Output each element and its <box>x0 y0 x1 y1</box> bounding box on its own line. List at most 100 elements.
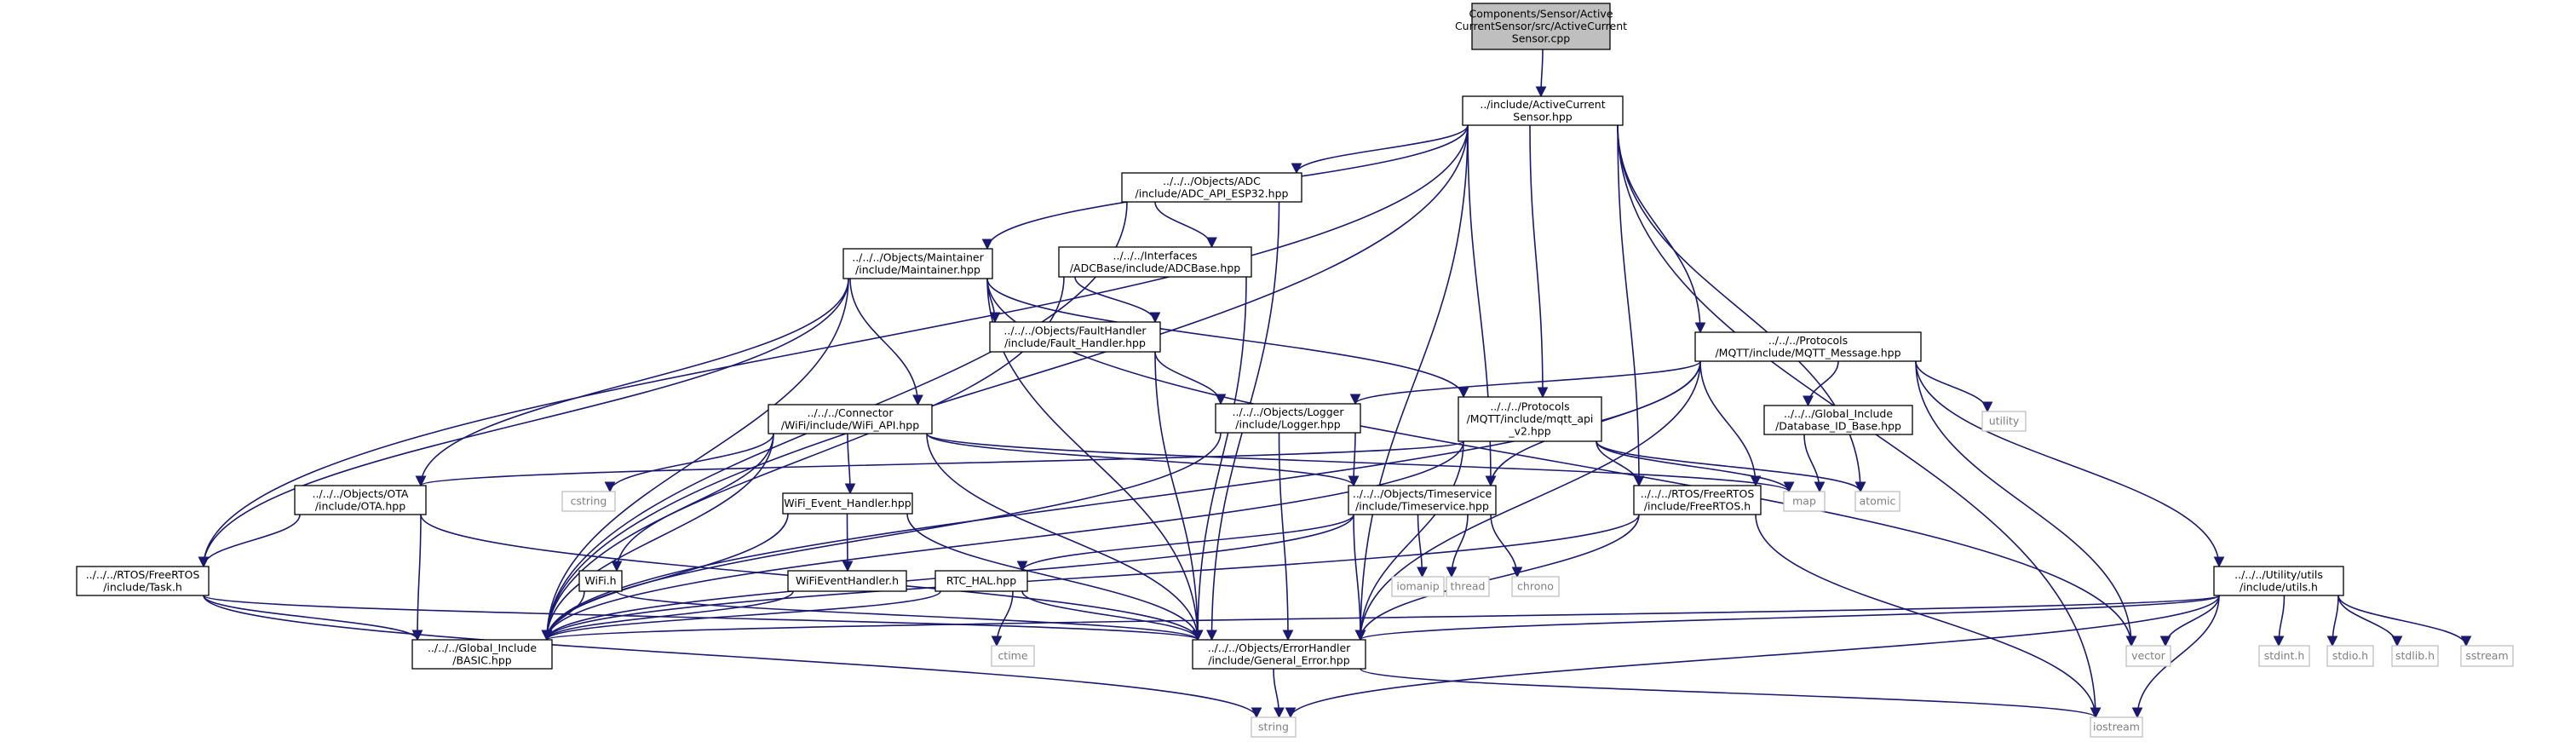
node-rtchal[interactable]: RTC_HAL.hpp <box>934 570 1028 592</box>
edge-adcapi-to-adcbase <box>1154 201 1217 249</box>
node-task-label: ../../../RTOS/FreeRTOS/include/Task.h <box>86 568 200 594</box>
node-iostream: iostream <box>2090 716 2143 738</box>
node-map-box <box>1783 491 1826 512</box>
edge-mqttapi-to-map <box>1596 440 1795 493</box>
edge-fault-to-generr <box>1154 351 1204 641</box>
node-dbid[interactable]: ../../../Global_Include/Database_ID_Base… <box>1763 405 1913 435</box>
node-dbid-label-line: ../../../Global_Include <box>1784 407 1893 420</box>
edge-rtchal-to-basic <box>541 590 941 641</box>
edge-mqttmsg-to-utils <box>1915 360 2225 568</box>
node-map: map <box>1783 491 1826 512</box>
edge-acs-to-freertos <box>1617 124 1645 487</box>
node-mqttapi[interactable]: ../../../Protocols/MQTT/include/mqtt_api… <box>1458 396 1602 442</box>
edge-task-to-basic <box>203 595 423 641</box>
node-utils-label-line: /include/utils.h <box>2240 580 2318 593</box>
node-mqttapi-box <box>1458 396 1602 442</box>
node-freertos-box <box>1633 485 1762 515</box>
node-utils-label: ../../../Utility/utils/include/utils.h <box>2234 568 2323 594</box>
node-task-label-line: /include/Task.h <box>103 580 182 593</box>
node-wifiapi-box <box>768 404 933 434</box>
node-stdint-label-line: stdint.h <box>2264 649 2305 662</box>
node-wifiapi[interactable]: ../../../Connector/WiFi/include/WiFi_API… <box>768 404 933 434</box>
node-mqttmsg[interactable]: ../../../Protocols/MQTT/include/MQTT_Mes… <box>1694 331 1922 362</box>
node-wifiapi-label-line: ../../../Connector <box>808 406 894 419</box>
node-stdio-label-line: stdio.h <box>2332 649 2368 662</box>
edge-wifiapi-to-timesvc <box>926 433 1360 487</box>
node-task[interactable]: ../../../RTOS/FreeRTOS/include/Task.h <box>76 566 210 596</box>
node-mqttapi-label-line: /MQTT/include/mqtt_api <box>1467 412 1594 425</box>
node-fault[interactable]: ../../../Objects/FaultHandler/include/Fa… <box>989 321 1161 353</box>
node-freertos[interactable]: ../../../RTOS/FreeRTOS/include/FreeRTOS.… <box>1633 485 1762 515</box>
node-wifiapi-label-line: /WiFi/include/WiFi_API.hpp <box>781 418 919 431</box>
node-wifih[interactable]: WiFi.h <box>578 570 623 592</box>
node-atomic: atomic <box>1854 491 1900 512</box>
node-thread-label: thread <box>1451 580 1486 593</box>
node-string-label-line: string <box>1258 721 1289 733</box>
edge-layer <box>198 49 2472 719</box>
node-basic-label-line: ../../../Global_Include <box>428 641 537 654</box>
node-rtchal-label: RTC_HAL.hpp <box>946 574 1016 587</box>
edge-rtchal-to-ctime <box>991 590 1014 647</box>
node-iostream-box <box>2090 716 2143 738</box>
node-task-box <box>76 566 210 596</box>
node-ota[interactable]: ../../../Objects/OTA/include/OTA.hpp <box>294 485 427 515</box>
node-map-label-line: map <box>1792 495 1816 508</box>
node-generr[interactable]: ../../../Objects/ErrorHandler/include/Ge… <box>1192 639 1366 670</box>
node-basic[interactable]: ../../../Global_Include/BASIC.hpp <box>411 639 553 670</box>
node-wifih-label-line: WiFi.h <box>584 574 616 587</box>
edge-utils-to-sstream <box>2337 595 2472 647</box>
node-generr-label: ../../../Objects/ErrorHandler/include/Ge… <box>1208 641 1351 667</box>
edge-mqttapi-to-generr <box>1354 440 1464 641</box>
node-root-label-line: Sensor.cpp <box>1512 32 1570 45</box>
node-ota-label-line: ../../../Objects/OTA <box>313 487 409 500</box>
edge-maint-to-ota <box>415 278 849 487</box>
node-chrono-label: chrono <box>1517 580 1554 593</box>
node-wifievth[interactable]: WiFiEventHandler.h <box>787 570 907 592</box>
node-logger-label: ../../../Objects/Logger/include/Logger.h… <box>1233 406 1345 431</box>
node-freertos-label-line: ../../../RTOS/FreeRTOS <box>1641 487 1755 500</box>
node-iomanip-box <box>1391 576 1445 597</box>
node-iostream-label-line: iostream <box>2093 721 2140 733</box>
node-chrono-label-line: chrono <box>1517 580 1554 593</box>
edge-freertos-to-generr <box>1354 514 1640 641</box>
node-stdlib: stdlib.h <box>2391 645 2439 667</box>
edge-timesvc-to-generr <box>1353 514 1366 641</box>
node-vector-label-line: vector <box>2131 649 2166 662</box>
node-adcapi[interactable]: ../../../Objects/ADC/include/ADC_API_ESP… <box>1121 172 1302 203</box>
node-task-label-line: ../../../RTOS/FreeRTOS <box>86 568 200 581</box>
node-generr-label-line: /include/General_Error.hpp <box>1208 653 1349 666</box>
node-adcbase-box <box>1058 246 1252 278</box>
node-sstream-label: sstream <box>2465 649 2508 662</box>
edge-wifiapi-to-wifievt <box>844 433 856 495</box>
node-adcbase-label-line: /ADCBase/include/ADCBase.hpp <box>1070 262 1240 274</box>
edge-mqttmsg-to-logger <box>1349 360 1701 406</box>
node-wifievt[interactable]: WiFi_Event_Handler.hpp <box>782 492 913 515</box>
node-sstream-box <box>2460 645 2514 667</box>
node-maint[interactable]: ../../../Objects/Maintainer/include/Main… <box>842 248 993 279</box>
edge-wifievt-to-basic <box>541 513 789 641</box>
edge-timesvc-to-rtchal <box>1016 514 1354 572</box>
edge-acs-to-adcapi <box>1291 124 1469 175</box>
node-utils[interactable]: ../../../Utility/utils/include/utils.h <box>2213 566 2344 596</box>
edge-maint-to-basic <box>541 278 849 641</box>
node-utility-box <box>1981 411 2027 432</box>
edge-utils-to-stdlib <box>2337 595 2403 647</box>
node-adcbase[interactable]: ../../../Interfaces/ADCBase/include/ADCB… <box>1058 246 1252 278</box>
node-stdio-label: stdio.h <box>2332 649 2368 662</box>
node-stdlib-label: stdlib.h <box>2395 649 2435 662</box>
node-logger-label-line: /include/Logger.hpp <box>1235 417 1340 430</box>
edge-ota-to-task <box>198 514 301 568</box>
node-logger[interactable]: ../../../Objects/Logger/include/Logger.h… <box>1215 403 1361 434</box>
node-timesvc[interactable]: ../../../Objects/Timeservice/include/Tim… <box>1348 485 1497 515</box>
node-stdint-label: stdint.h <box>2264 649 2305 662</box>
node-rtchal-label-line: RTC_HAL.hpp <box>946 574 1016 587</box>
node-logger-box <box>1215 403 1361 434</box>
node-freertos-label-line: /include/FreeRTOS.h <box>1644 499 1751 512</box>
edge-timesvc-to-thread <box>1446 514 1469 578</box>
node-utils-label-line: ../../../Utility/utils <box>2234 568 2323 581</box>
node-utility-label-line: utility <box>1989 415 2020 428</box>
